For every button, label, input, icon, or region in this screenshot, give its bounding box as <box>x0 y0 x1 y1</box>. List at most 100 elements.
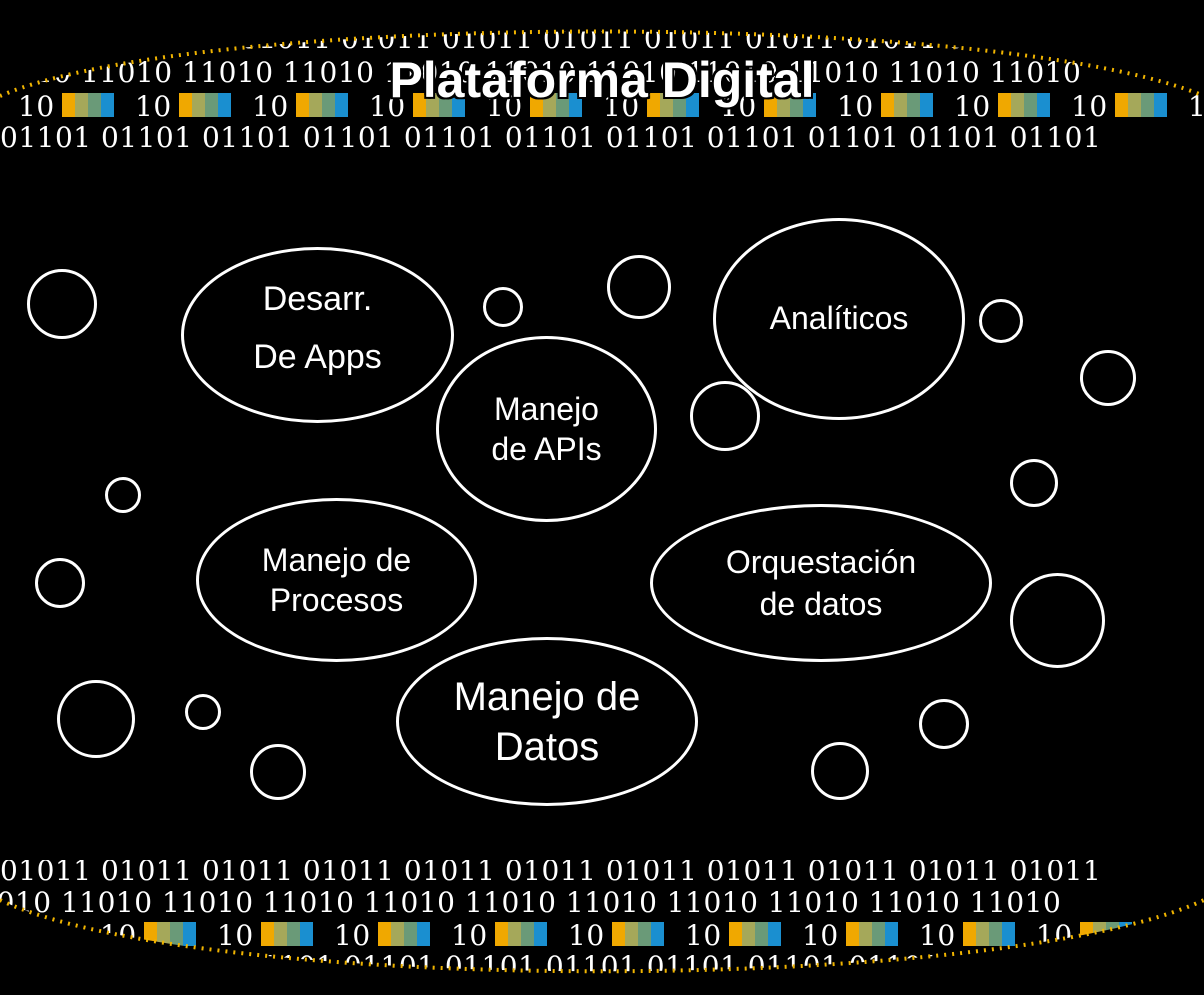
color-block <box>322 93 335 117</box>
node-label: Orquestación <box>725 544 917 580</box>
color-block <box>101 93 114 117</box>
color-block <box>404 922 417 946</box>
binary-digits: 10 <box>919 919 956 952</box>
binary-digits: 10 <box>603 90 640 123</box>
color-block <box>521 922 534 946</box>
color-block <box>768 922 781 946</box>
color-block <box>777 93 790 117</box>
color-block <box>1115 93 1128 117</box>
bubble-circle <box>919 699 969 749</box>
node-label: Analíticos <box>769 299 909 336</box>
binary-digits: 10 <box>1036 919 1073 952</box>
color-block <box>872 922 885 946</box>
color-block <box>742 922 755 946</box>
color-block <box>755 922 768 946</box>
color-block <box>651 922 664 946</box>
color-block <box>426 93 439 117</box>
binary-digits: 10 <box>217 919 254 952</box>
color-block <box>452 93 465 117</box>
color-block <box>192 93 205 117</box>
color-block <box>907 93 920 117</box>
color-block <box>1080 922 1093 946</box>
color-block <box>1106 922 1119 946</box>
node-label: de datos <box>759 586 883 622</box>
bubble-circle <box>1080 350 1136 406</box>
node-label: Procesos <box>269 582 404 618</box>
node-manejo-apis: Manejo de APIs <box>436 336 657 522</box>
color-block <box>543 93 556 117</box>
color-block <box>534 922 547 946</box>
node-label: Manejo de <box>453 674 641 719</box>
color-block <box>88 93 101 117</box>
bubble-circle <box>979 299 1023 343</box>
bubble-circle <box>1010 459 1058 507</box>
color-block <box>378 922 391 946</box>
binary-digits: 10 <box>1188 90 1204 123</box>
binary-digits: 10 <box>135 90 172 123</box>
node-desarrollo-apps: Desarr. De Apps <box>181 247 454 423</box>
bubble-circle <box>250 744 306 800</box>
color-block <box>300 922 313 946</box>
node-analiticos: Analíticos <box>713 218 965 420</box>
node-label: Manejo <box>494 391 599 427</box>
color-block <box>495 922 508 946</box>
color-block <box>309 93 322 117</box>
binary-digits: 10 <box>685 919 722 952</box>
color-block <box>218 93 231 117</box>
color-block <box>881 93 894 117</box>
color-block <box>1119 922 1132 946</box>
node-manejo-datos: Manejo de Datos <box>396 637 698 806</box>
color-block <box>170 922 183 946</box>
node-orquestacion-datos: Orquestación de datos <box>650 504 992 662</box>
color-block <box>183 922 196 946</box>
color-block <box>62 93 75 117</box>
bubble-circle <box>185 694 221 730</box>
bubble-circle <box>607 255 671 319</box>
color-block <box>1128 93 1141 117</box>
binary-digits: 10 <box>837 90 874 123</box>
binary-row: 11010 11010 11010 11010 11010 11010 1101… <box>0 886 1061 919</box>
color-block <box>569 93 582 117</box>
color-block <box>179 93 192 117</box>
color-block <box>1011 93 1024 117</box>
color-block <box>647 93 660 117</box>
binary-digits: 10 <box>720 90 757 123</box>
color-block <box>803 93 816 117</box>
binary-digits: 10 <box>802 919 839 952</box>
color-block <box>157 922 170 946</box>
bubble-circle <box>811 742 869 800</box>
color-block <box>261 922 274 946</box>
color-block <box>1197 922 1204 946</box>
color-block <box>686 93 699 117</box>
binary-row: 01011 01011 01011 01011 01011 01011 0101… <box>0 854 1101 887</box>
node-manejo-procesos: Manejo de Procesos <box>196 498 477 662</box>
color-block <box>729 922 742 946</box>
color-block <box>1141 93 1154 117</box>
bottom-binary-band: 01011 01011 01011 01011 01011 01011 0101… <box>0 854 1204 983</box>
binary-row: 01101 01101 01101 01101 01101 01101 0110… <box>0 950 1041 983</box>
bubble-circle <box>105 477 141 513</box>
bubble-circle <box>483 287 523 327</box>
color-block <box>530 93 543 117</box>
color-block <box>1002 922 1015 946</box>
color-block <box>859 922 872 946</box>
color-block <box>673 93 686 117</box>
color-block <box>75 93 88 117</box>
node-label: de APIs <box>491 431 602 467</box>
binary-digits: 10 <box>334 919 371 952</box>
color-block <box>963 922 976 946</box>
node-label: Datos <box>494 724 600 769</box>
binary-digits: 10 <box>18 90 55 123</box>
color-block <box>417 922 430 946</box>
color-block <box>413 93 426 117</box>
color-block <box>1024 93 1037 117</box>
binary-digits: 10 <box>369 90 406 123</box>
node-label: Manejo de <box>261 542 412 578</box>
color-block <box>556 93 569 117</box>
color-block <box>287 922 300 946</box>
color-block <box>612 922 625 946</box>
node-label: Desarr. <box>262 280 373 318</box>
